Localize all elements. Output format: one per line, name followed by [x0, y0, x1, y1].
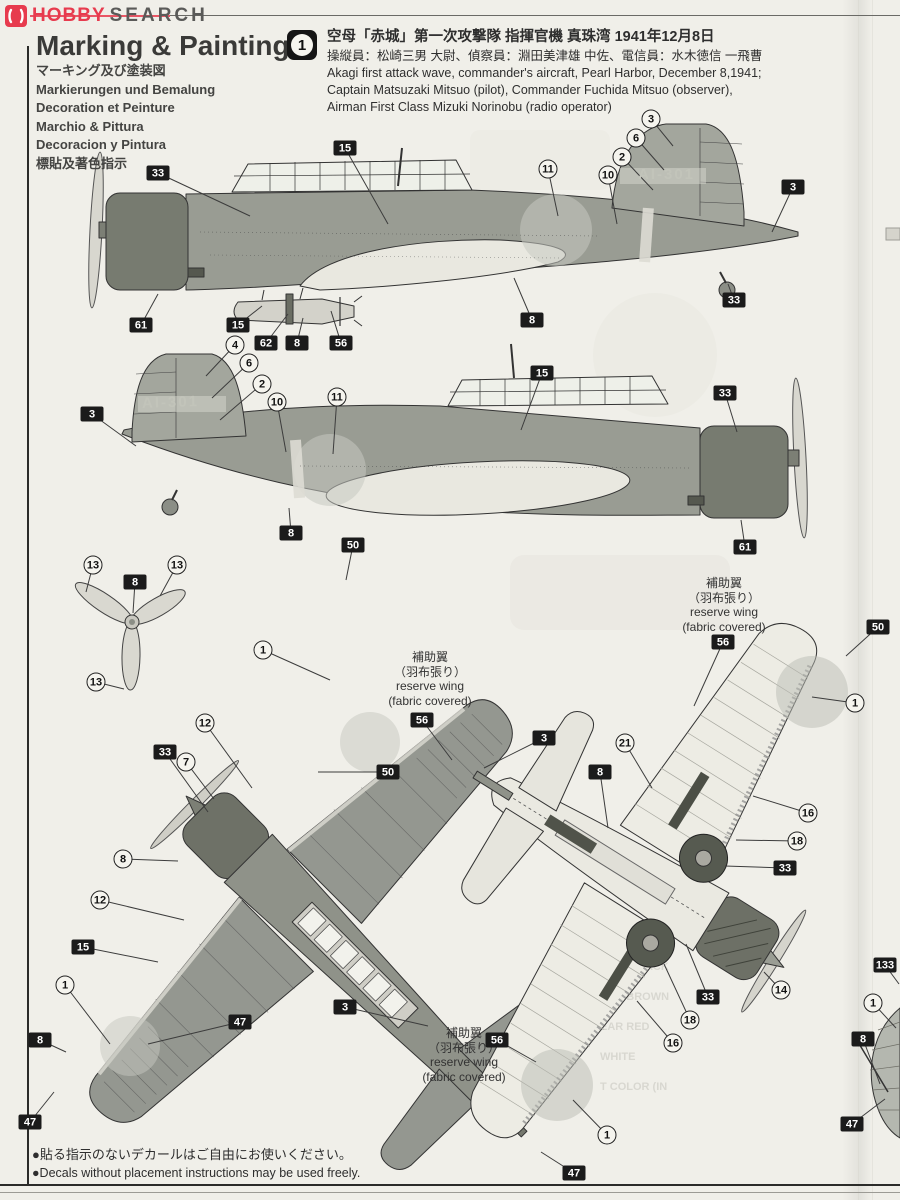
tail-code-starboard: AI-301	[638, 166, 696, 183]
scheme-crew-ja: 操縦員：松崎三男 大尉、偵察員：淵田美津雄 中佐、電信員：水木徳信 一飛曹	[327, 49, 763, 63]
title-block: Marking & Painting マーキング及び塗装図 Markierung…	[36, 30, 290, 173]
decal-notes: ●貼る指示のないデカールはご自由にお使いください。 ●Decals withou…	[32, 1146, 360, 1182]
page-crease-line	[872, 0, 873, 1200]
tail-code-port: AI-301	[141, 393, 200, 412]
top-rule	[170, 15, 900, 16]
scheme-number-badge: 1	[287, 30, 317, 60]
scheme-block: 1 空母「赤城」第一次攻撃隊 指揮官機 真珠湾 1941年12月8日 操縦員：松…	[287, 28, 872, 116]
bottom-rule	[0, 1184, 900, 1186]
side-view-port	[121, 343, 808, 539]
top-view-upper	[89, 699, 560, 1170]
side-view-starboard	[88, 123, 799, 327]
reserve-wing-label: 補助翼（羽布張り）reserve wing(fabric covered)	[422, 1026, 506, 1084]
reserve-wing-label: 補助翼（羽布張り）reserve wing(fabric covered)	[388, 650, 472, 708]
scheme-number: 1	[291, 34, 313, 56]
subtitle-zh: 標貼及著色指示	[36, 155, 128, 171]
scheme-title-en: Akagi first attack wave, commander's air…	[327, 66, 762, 80]
hobby-search-logo: HOBBY SEARCH	[5, 5, 208, 27]
propeller-detail	[74, 582, 186, 691]
subtitle-es: Decoracion y Pintura	[36, 137, 167, 152]
scheme-crew-en-2: Airman First Class Mizuki Norinobu (radi…	[327, 100, 612, 114]
page-title: Marking & Painting	[36, 30, 290, 61]
decal-note-ja: ●貼る指示のないデカールはご自由にお使いください。	[32, 1147, 352, 1162]
left-rule	[27, 46, 29, 1186]
subtitle-de: Markierungen und Bemalung	[36, 81, 216, 97]
logo-text-hobby: HOBBY	[32, 5, 106, 26]
scheme-crew-en-1: Captain Matsuzaki Mitsuo (pilot), Comman…	[327, 83, 733, 97]
subtitle-it: Marchio & Pittura	[36, 118, 144, 134]
bottom-rule-thin	[0, 1192, 900, 1193]
reserve-wing-label: 補助翼（羽布張り）reserve wing(fabric covered)	[682, 576, 766, 634]
adjacent-panel-fragment	[857, 1007, 900, 1139]
scheme-title-ja: 空母「赤城」第一次攻撃隊 指揮官機 真珠湾 1941年12月8日	[327, 29, 715, 45]
subtitle-fr: Decoration et Peinture	[36, 100, 175, 115]
logo-text-search: SEARCH	[109, 5, 208, 26]
bottom-view-underside	[461, 622, 818, 1139]
logo-strike-line	[30, 15, 170, 17]
decal-note-en: ●Decals without placement instructions m…	[32, 1166, 361, 1180]
hobby-search-logo-icon	[5, 5, 27, 27]
subtitle-ja: マーキング及び塗装図	[36, 63, 166, 78]
page-crease-line	[858, 0, 859, 1200]
